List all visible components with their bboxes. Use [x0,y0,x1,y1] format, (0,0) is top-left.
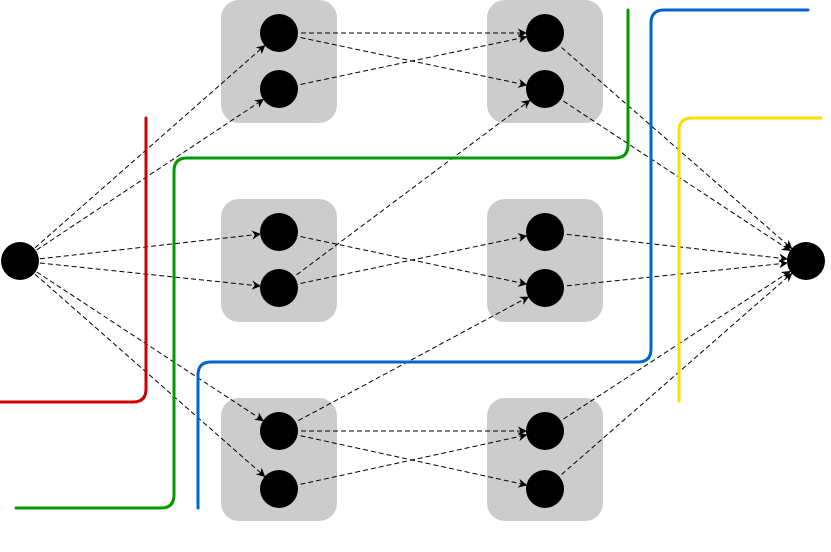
group-box-g5 [487,199,603,322]
node-e1 [526,213,564,251]
blue-cut-line [196,8,810,510]
group-boxes [221,0,603,521]
node-d2 [526,70,564,108]
group-box-g6 [487,398,603,521]
sink-node [787,242,825,280]
red-cut-line [0,116,148,404]
edge-f1-t [556,270,791,424]
edge-e1-t [558,233,788,263]
node-d1 [526,14,564,52]
node-c1 [260,412,298,450]
edge-d2-t [556,96,791,251]
node-a2 [260,70,298,108]
group-box-g2 [221,199,337,322]
edge-d1-t [555,41,793,250]
node-c2 [260,470,298,508]
green-cut-line [14,8,630,510]
edge-s-a1 [28,45,266,254]
cut-lines [0,8,823,510]
nodes [1,14,825,508]
node-f1 [526,412,564,450]
source-node [1,242,39,280]
edges [28,28,793,488]
edge-c1-e2 [291,296,530,425]
node-a1 [260,14,298,52]
yellow-cut-line [677,116,823,403]
node-f2 [526,470,564,508]
group-box-g1 [221,0,337,123]
node-e2 [526,269,564,307]
group-box-g3 [221,398,337,521]
edge-b2-d2 [289,99,531,281]
edge-e2-t [558,259,788,288]
node-b2 [260,269,298,307]
edge-s-c2 [28,268,266,477]
node-b1 [260,213,298,251]
edge-f2-t [555,272,793,481]
group-box-g4 [487,0,603,123]
